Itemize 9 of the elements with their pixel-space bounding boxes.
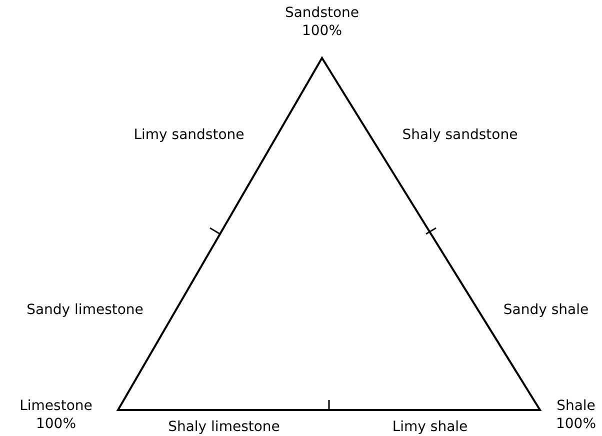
field-label: Limy sandstone	[134, 126, 244, 144]
field-label: Limy shale	[392, 418, 468, 436]
vertex-label: Limestone 100%	[20, 397, 92, 433]
vertex-label: Shale 100%	[556, 397, 596, 433]
field-label: Sandy shale	[503, 301, 589, 319]
field-label: Sandy limestone	[26, 301, 144, 319]
vertex-label: Sandstone 100%	[284, 4, 360, 40]
field-label: Shaly limestone	[168, 418, 280, 436]
field-label: Shaly sandstone	[402, 126, 518, 144]
